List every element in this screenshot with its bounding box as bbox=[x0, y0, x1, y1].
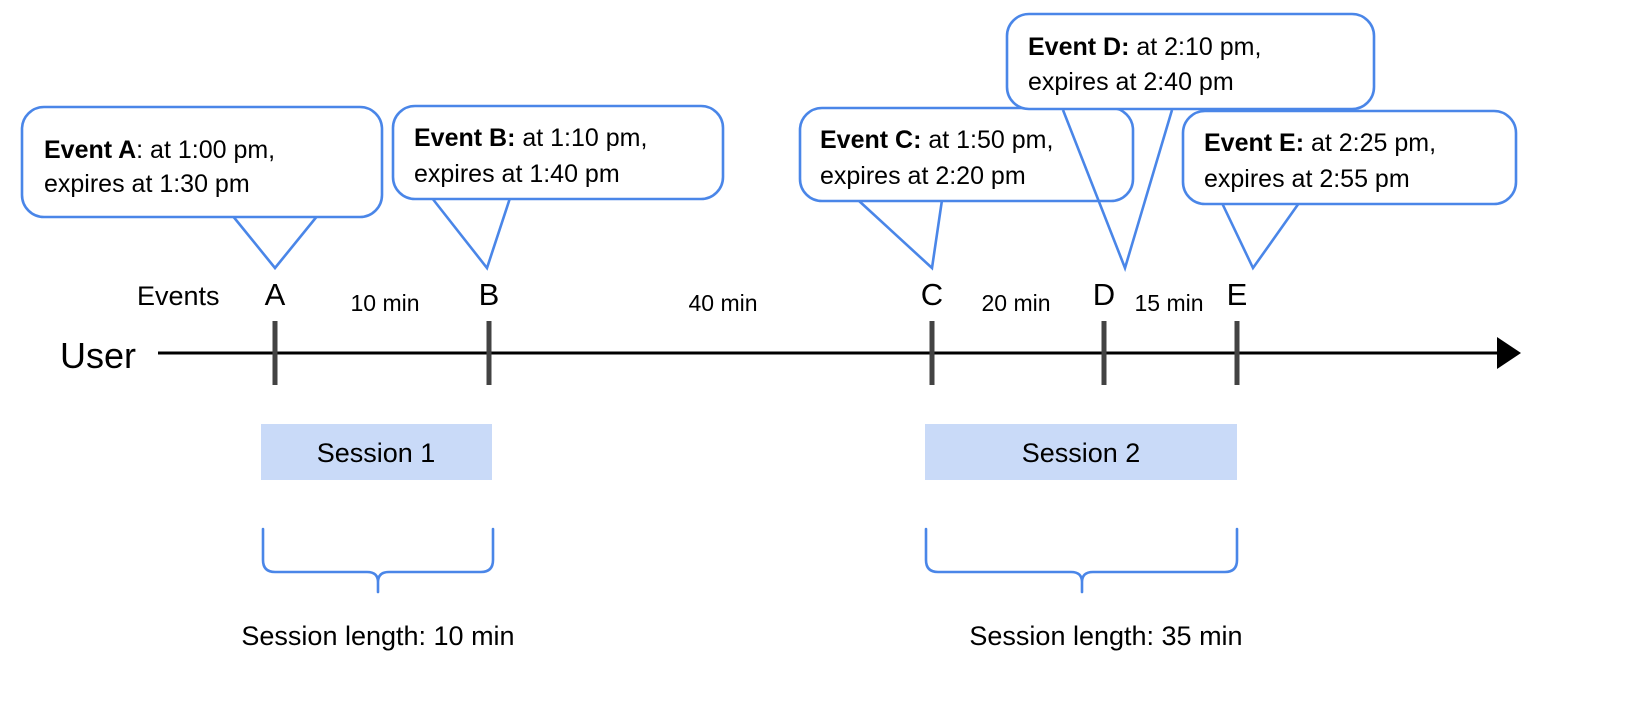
callout-line1-event-d: Event D: at 2:10 pm, bbox=[1028, 33, 1261, 61]
callout-tail-event-b bbox=[430, 197, 512, 271]
gap-label-a-b: 10 min bbox=[350, 290, 419, 316]
callout-event-c[interactable]: Event C: at 1:50 pm, expires at 2:20 pm bbox=[798, 106, 1135, 271]
gap-label-b-c: 40 min bbox=[688, 290, 757, 316]
callout-lead-suffix-event-d: at 2:10 pm, bbox=[1129, 33, 1261, 61]
session-1-label: Session 1 bbox=[317, 438, 436, 468]
callout-event-b[interactable]: Event B: at 1:10 pm, expires at 1:40 pm bbox=[391, 104, 725, 271]
session-1-bar bbox=[261, 424, 492, 480]
callout-tail-event-e bbox=[1220, 202, 1301, 271]
callout-box-event-c bbox=[798, 106, 1135, 203]
session-1-caption: Session length: 10 min bbox=[241, 621, 514, 651]
session-1-group[interactable]: Session 1 bbox=[261, 424, 492, 480]
callout-box-event-e bbox=[1181, 109, 1518, 206]
session-2-bar bbox=[925, 424, 1237, 480]
callout-lead-suffix-event-e: at 2:25 pm, bbox=[1304, 129, 1436, 157]
callout-event-a[interactable]: Event A: at 1:00 pm, expires at 1:30 pm bbox=[20, 105, 384, 271]
callout-lead-suffix-event-c: at 1:50 pm, bbox=[921, 126, 1053, 154]
callout-lead-event-c: Event C: bbox=[820, 126, 921, 154]
session-2-group[interactable]: Session 2 bbox=[925, 424, 1237, 480]
session-2-caption: Session length: 35 min bbox=[969, 621, 1242, 651]
callout-lead-event-d: Event D: bbox=[1028, 33, 1129, 61]
callout-lead-event-a: Event A bbox=[44, 136, 136, 164]
gap-label-d-e: 15 min bbox=[1134, 290, 1203, 316]
callout-line1-event-c: Event C: at 1:50 pm, bbox=[820, 126, 1053, 154]
event-marker-label-d: D bbox=[1093, 277, 1115, 312]
callout-line1-event-a: Event A: at 1:00 pm, bbox=[44, 136, 275, 164]
callout-line1-event-b: Event B: at 1:10 pm, bbox=[414, 124, 647, 152]
callout-tail-event-a bbox=[230, 214, 320, 271]
event-marker-label-c: C bbox=[921, 277, 943, 312]
callout-line2-event-b: expires at 1:40 pm bbox=[414, 160, 620, 188]
gap-label-c-d: 20 min bbox=[981, 290, 1050, 316]
callout-lead-event-b: Event B: bbox=[414, 124, 515, 152]
session-2-brace bbox=[924, 527, 1239, 594]
callout-lead-event-e: Event E: bbox=[1204, 129, 1304, 157]
callout-lead-suffix-event-b: at 1:10 pm, bbox=[515, 124, 647, 152]
callout-line2-event-e: expires at 2:55 pm bbox=[1204, 165, 1410, 193]
callout-line1-event-e: Event E: at 2:25 pm, bbox=[1204, 129, 1436, 157]
callout-line2-event-c: expires at 2:20 pm bbox=[820, 162, 1026, 190]
timeline-axis-arrowhead bbox=[1497, 337, 1521, 369]
event-marker-label-e: E bbox=[1227, 277, 1248, 312]
callout-box-event-b bbox=[391, 104, 725, 201]
callout-event-e[interactable]: Event E: at 2:25 pm, expires at 2:55 pm bbox=[1181, 109, 1518, 271]
session-2-label: Session 2 bbox=[1022, 438, 1141, 468]
callout-tail-event-c bbox=[857, 199, 944, 271]
events-row-label: Events bbox=[137, 281, 220, 311]
callout-line2-event-a: expires at 1:30 pm bbox=[44, 170, 250, 198]
callout-line2-event-d: expires at 2:40 pm bbox=[1028, 68, 1234, 96]
event-marker-label-b: B bbox=[479, 277, 500, 312]
event-marker-label-a: A bbox=[265, 277, 286, 312]
callout-event-d[interactable]: Event D: at 2:10 pm, expires at 2:40 pm bbox=[1005, 12, 1376, 272]
user-axis-label: User bbox=[60, 335, 136, 376]
callout-lead-suffix-event-a: : at 1:00 pm, bbox=[136, 136, 275, 164]
callout-box-event-a bbox=[20, 105, 384, 219]
callout-tail-event-d bbox=[1061, 109, 1174, 272]
session-1-brace bbox=[261, 527, 495, 594]
callout-box-event-d bbox=[1005, 12, 1376, 111]
